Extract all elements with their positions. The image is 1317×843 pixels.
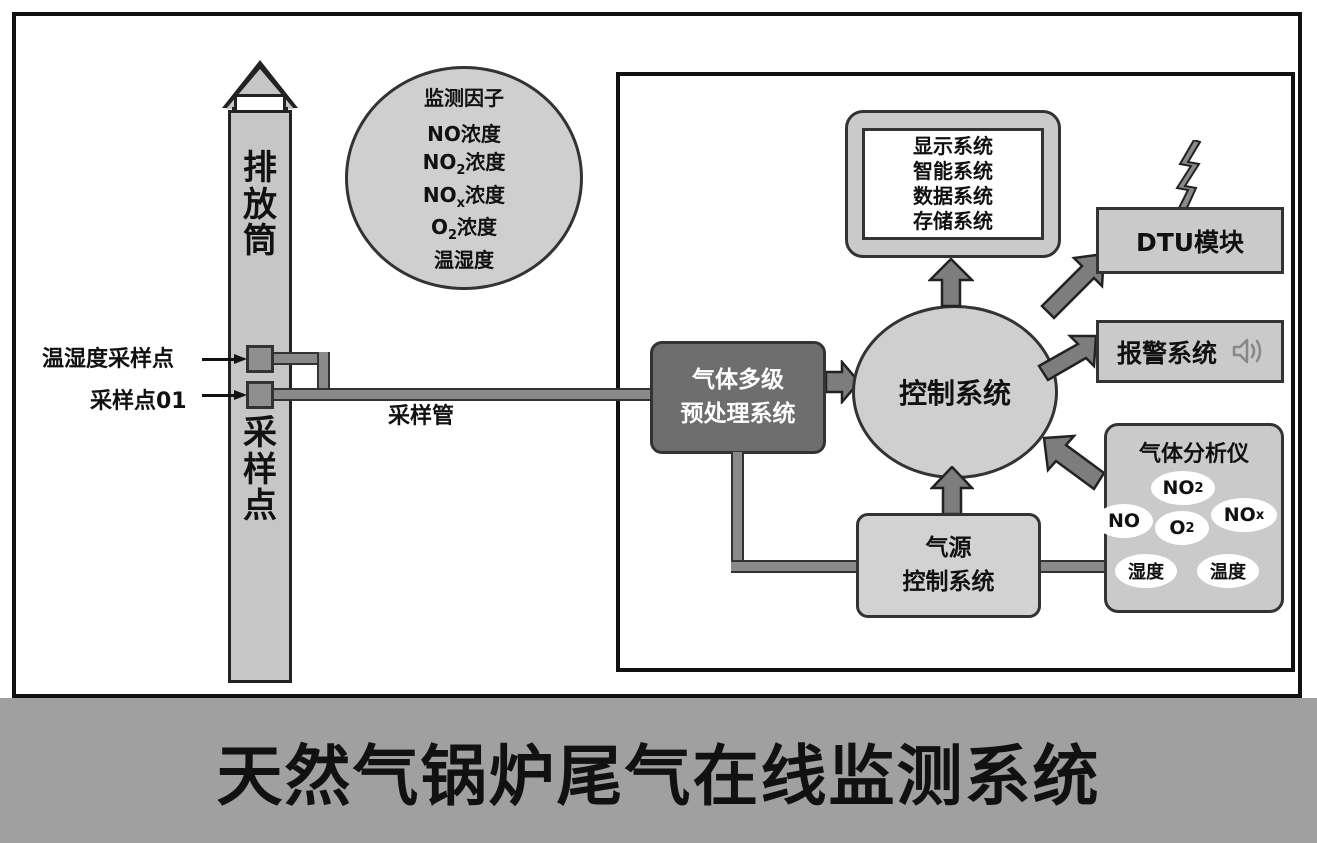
factor-nox-prefix: NO bbox=[422, 182, 457, 207]
arrow-analyzer-to-control bbox=[1042, 434, 1106, 491]
monitored-factors-title: 监测因子 bbox=[424, 85, 504, 110]
display-monitor-screen: 显示系统 智能系统 数据系统 存储系统 bbox=[862, 128, 1044, 240]
arrow-pretreatment-to-control bbox=[826, 360, 860, 404]
dtu-module-box: DTU模块 bbox=[1096, 207, 1284, 274]
stack-bottom-label: 采样点 bbox=[243, 413, 277, 527]
gas-analyzer-title: 气体分析仪 bbox=[1138, 442, 1249, 467]
monitor-line-display: 显示系统 bbox=[913, 134, 993, 159]
monitor-line-intelligent: 智能系统 bbox=[913, 159, 993, 184]
factor-o2-suffix: 浓度 bbox=[457, 215, 498, 240]
factor-temp-humidity: 温湿度 bbox=[434, 247, 494, 272]
gas-source-control-box: 气源 控制系统 bbox=[856, 513, 1041, 618]
control-system-ellipse: 控制系统 bbox=[852, 305, 1058, 479]
title-band: 天然气锅炉尾气在线监测系统 bbox=[0, 698, 1317, 843]
factor-no2: NO2浓度 bbox=[423, 148, 506, 180]
analyzer-cabinet-panel bbox=[616, 72, 1295, 672]
pipe-pretreat-drop bbox=[731, 452, 744, 569]
gas-pretreatment-line2: 预处理系统 bbox=[680, 400, 796, 427]
page-title: 天然气锅炉尾气在线监测系统 bbox=[216, 737, 1101, 815]
sampling-probe-temp-humidity bbox=[246, 345, 274, 373]
display-monitor: 显示系统 智能系统 数据系统 存储系统 bbox=[845, 110, 1061, 258]
speaker-icon bbox=[1232, 338, 1262, 364]
factor-no2-prefix: NO bbox=[422, 150, 457, 175]
factor-no: NO浓度 bbox=[427, 121, 501, 146]
stack-top-label: 排放筒 bbox=[243, 148, 277, 262]
monitored-factors-ellipse: 监测因子 NO浓度 NO2浓度 NOx浓度 O2浓度 温湿度 bbox=[345, 66, 583, 290]
factor-o2: O2浓度 bbox=[431, 213, 497, 245]
factor-o2-prefix: O bbox=[430, 215, 448, 240]
factor-no2-sub: 2 bbox=[456, 163, 466, 179]
analyzer-pill-temperature: 温度 bbox=[1197, 554, 1259, 588]
monitor-line-storage: 存储系统 bbox=[913, 208, 993, 233]
gas-pretreatment-line1: 气体多级 bbox=[692, 367, 784, 394]
analyzer-pill-o2-prefix: O bbox=[1169, 517, 1186, 539]
analyzer-pill-humidity: 湿度 bbox=[1115, 554, 1177, 588]
factor-nox-sub: x bbox=[456, 195, 466, 211]
label-temp-humidity-sampling-point: 温湿度采样点 bbox=[42, 347, 175, 372]
analyzer-pill-no2-prefix: NO bbox=[1162, 477, 1195, 499]
pipe-gas-source-to-analyzer bbox=[1037, 560, 1107, 573]
pipe-probe-top-drop bbox=[317, 352, 330, 388]
pipe-pretreat-to-gas-source bbox=[731, 560, 860, 573]
monitor-line-data: 数据系统 bbox=[913, 184, 993, 208]
factor-no2-suffix: 浓度 bbox=[465, 150, 506, 175]
sampling-probe-01 bbox=[246, 381, 274, 409]
arrow-gas-source-to-control bbox=[930, 466, 974, 516]
analyzer-pill-no: NO bbox=[1095, 504, 1153, 538]
gas-source-line1: 气源 bbox=[925, 535, 972, 562]
label-sampling-tube: 采样管 bbox=[388, 404, 455, 429]
gas-pretreatment-box: 气体多级 预处理系统 bbox=[650, 341, 826, 454]
pipe-sampling-main bbox=[274, 388, 654, 401]
factor-nox: NOx浓度 bbox=[423, 181, 505, 213]
pipe-probe-top-horizontal bbox=[274, 352, 326, 365]
label-sampling-point-01: 采样点01 bbox=[90, 389, 187, 414]
alarm-system-box: 报警系统 bbox=[1096, 320, 1284, 383]
analyzer-pill-nox-sub: x bbox=[1255, 507, 1265, 523]
arrow-control-to-monitor bbox=[928, 258, 974, 308]
gas-source-line2: 控制系统 bbox=[902, 568, 995, 595]
arrow-control-to-alarm bbox=[1037, 334, 1098, 382]
analyzer-pill-no2-sub: 2 bbox=[1194, 480, 1204, 496]
antenna-icon bbox=[1175, 140, 1202, 211]
alarm-system-label: 报警系统 bbox=[1116, 338, 1217, 368]
factor-nox-suffix: 浓度 bbox=[465, 182, 506, 207]
analyzer-pill-o2-sub: 2 bbox=[1185, 520, 1195, 536]
factor-o2-sub: 2 bbox=[447, 228, 458, 244]
arrow-control-to-dtu bbox=[1040, 252, 1106, 320]
analyzer-pill-nox-prefix: NO bbox=[1223, 504, 1256, 526]
